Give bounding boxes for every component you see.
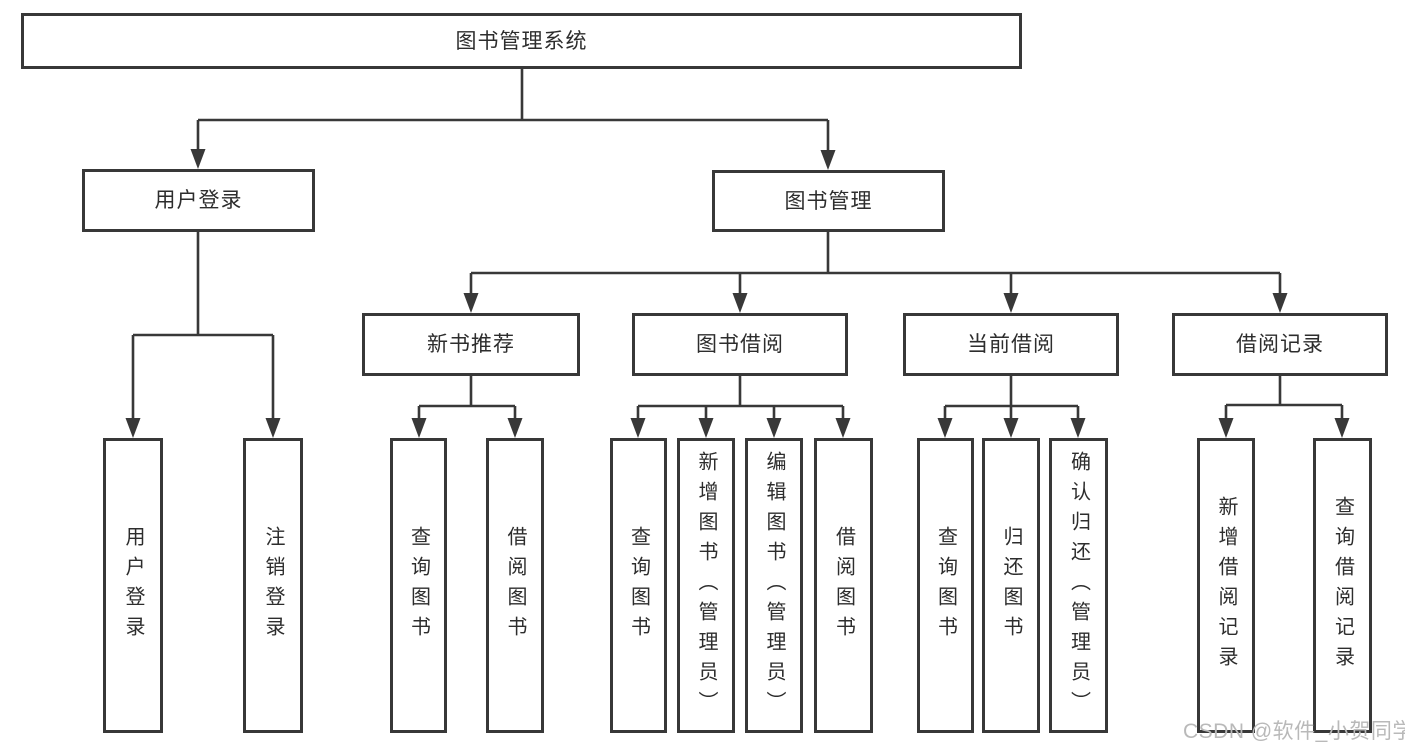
connector-line (131, 232, 275, 420)
arrowhead-icon (766, 418, 782, 438)
connector-line (636, 376, 845, 420)
arrowhead-icon (125, 418, 141, 438)
node-system: 图书管理系统 (21, 13, 1022, 69)
node-label: 查询图书 (934, 525, 957, 646)
connector-line (1224, 376, 1344, 420)
node-label: 查询图书 (407, 525, 430, 646)
node-leaf-query-book-2: 查询图书 (610, 438, 667, 733)
node-leaf-logout: 注销登录 (243, 438, 303, 733)
node-current-borrowing: 当前借阅 (903, 313, 1119, 376)
node-leaf-borrow-book-1: 借阅图书 (486, 438, 544, 733)
node-leaf-borrow-book-2: 借阅图书 (814, 438, 873, 733)
node-leaf-edit-book: 编辑图书（管理员） (745, 438, 803, 733)
arrowhead-icon (190, 149, 206, 169)
arrowhead-icon (463, 293, 479, 313)
watermark: CSDN @软件_小贺同学 (1183, 720, 1405, 743)
node-borrowing-records: 借阅记录 (1172, 313, 1388, 376)
node-book-management: 图书管理 (712, 170, 945, 232)
node-label: 借阅图书 (504, 525, 526, 646)
arrowhead-icon (630, 418, 646, 438)
arrowhead-icon (1334, 418, 1350, 438)
node-label: 图书管理系统 (455, 29, 588, 53)
connector-line (196, 69, 830, 152)
node-label: 注销登录 (262, 525, 284, 646)
connector-line (417, 376, 517, 420)
node-label: 编辑图书（管理员） (763, 450, 785, 721)
connector-line (943, 376, 1080, 420)
arrowhead-icon (1003, 293, 1019, 313)
node-label: 图书管理 (784, 189, 873, 213)
node-label: 用户登录 (154, 189, 243, 212)
arrowhead-icon (265, 418, 281, 438)
arrowhead-icon (937, 418, 953, 438)
node-label: 新增图书（管理员） (695, 450, 717, 721)
node-leaf-return-book: 归还图书 (982, 438, 1040, 733)
node-leaf-query-borrow-record: 查询借阅记录 (1313, 438, 1372, 733)
node-leaf-confirm-return: 确认归还（管理员） (1049, 438, 1108, 733)
node-book-borrowing: 图书借阅 (632, 313, 848, 376)
arrowhead-icon (1070, 418, 1086, 438)
node-label: 新增借阅记录 (1215, 495, 1237, 676)
arrowhead-icon (835, 418, 851, 438)
node-leaf-add-book: 新增图书（管理员） (677, 438, 735, 733)
node-label: 借阅记录 (1236, 333, 1324, 356)
node-label: 查询图书 (627, 525, 650, 646)
node-label: 图书借阅 (696, 333, 784, 356)
node-label: 新书推荐 (427, 333, 515, 356)
arrowhead-icon (411, 418, 427, 438)
arrowhead-icon (820, 150, 836, 170)
node-label: 借阅图书 (832, 525, 855, 646)
node-leaf-add-borrow-record: 新增借阅记录 (1197, 438, 1255, 733)
connector-line (469, 232, 1282, 295)
node-leaf-user-login: 用户登录 (103, 438, 163, 733)
arrowhead-icon (507, 418, 523, 438)
arrowhead-icon (1003, 418, 1019, 438)
node-label: 当前借阅 (967, 333, 1055, 356)
node-label: 查询借阅记录 (1331, 495, 1354, 676)
node-label: 确认归还（管理员） (1067, 450, 1090, 721)
arrowhead-icon (1218, 418, 1234, 438)
arrowhead-icon (732, 293, 748, 313)
arrowhead-icon (1272, 293, 1288, 313)
arrowhead-icon (698, 418, 714, 438)
node-user-login: 用户登录 (82, 169, 315, 232)
node-new-book-recommend: 新书推荐 (362, 313, 580, 376)
node-label: 归还图书 (1000, 525, 1022, 646)
node-leaf-query-book-3: 查询图书 (917, 438, 974, 733)
node-leaf-query-book-1: 查询图书 (390, 438, 447, 733)
node-label: 用户登录 (122, 525, 144, 646)
